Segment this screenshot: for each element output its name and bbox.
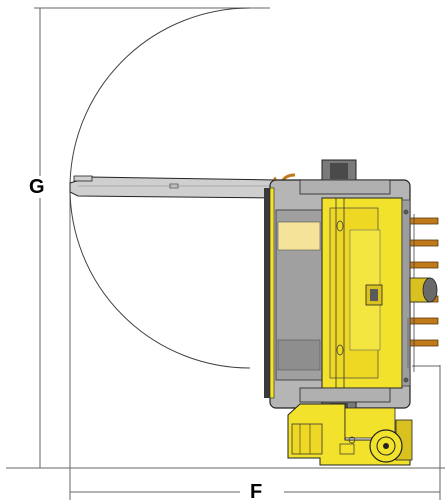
- top-arm: [299, 159, 391, 195]
- bottom-carriage: [287, 403, 413, 466]
- machine-frame: [264, 179, 411, 409]
- dimension-f-label: F: [247, 481, 266, 503]
- motor-drum: [409, 277, 438, 303]
- light-yellow-panel: [277, 221, 321, 251]
- boom: [69, 175, 276, 199]
- dimension-lines: [6, 7, 445, 500]
- dimension-g-label: G: [26, 176, 48, 198]
